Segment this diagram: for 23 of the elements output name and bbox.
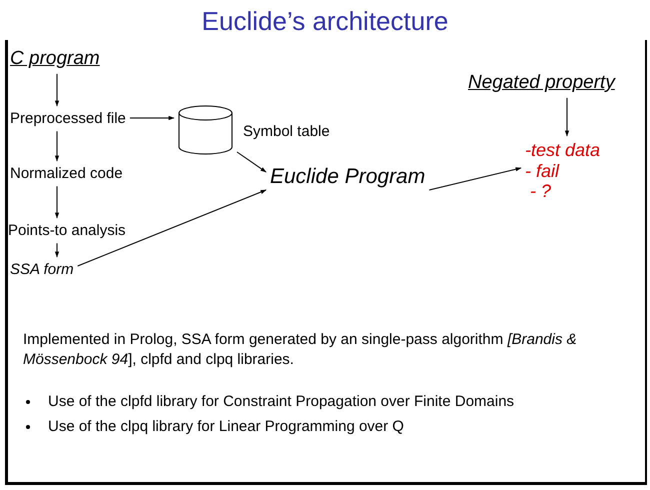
bullet-text: Use of the clpfd library for Constraint Propagation over Finite Domains bbox=[48, 392, 516, 412]
step-label: Preprocessed file bbox=[10, 110, 126, 128]
description-paragraph: Implemented in Prolog, SSA form generated by an single-pass algorithm [Brandis & Mössenbock 94], clpfd and clpq libraries. bbox=[23, 330, 578, 369]
heading-label: C program bbox=[10, 48, 100, 70]
result-list: -test data - fail - ? bbox=[525, 140, 600, 202]
arrow bbox=[54, 186, 60, 219]
arrow bbox=[54, 242, 60, 258]
arrow bbox=[236, 152, 266, 172]
step-label: Normalized code bbox=[10, 165, 123, 182]
bullet-text: Use of the clpq library for Linear Programming over Q bbox=[48, 417, 405, 436]
arrow bbox=[54, 130, 60, 162]
beside-label: Symbol table bbox=[243, 122, 330, 142]
arrow bbox=[54, 73, 60, 107]
slide-title: Euclide’s architecture bbox=[200, 6, 450, 37]
cylinder-symbol bbox=[178, 105, 233, 155]
arrow bbox=[129, 116, 175, 120]
step-label: Points-to analysis bbox=[8, 222, 126, 240]
arrow bbox=[564, 97, 570, 137]
heading-label: Negated property bbox=[468, 72, 615, 94]
arrow bbox=[77, 190, 267, 266]
step-label: SSA form bbox=[10, 261, 74, 278]
step-label: Euclide Program bbox=[270, 165, 426, 190]
arrow bbox=[428, 167, 522, 190]
